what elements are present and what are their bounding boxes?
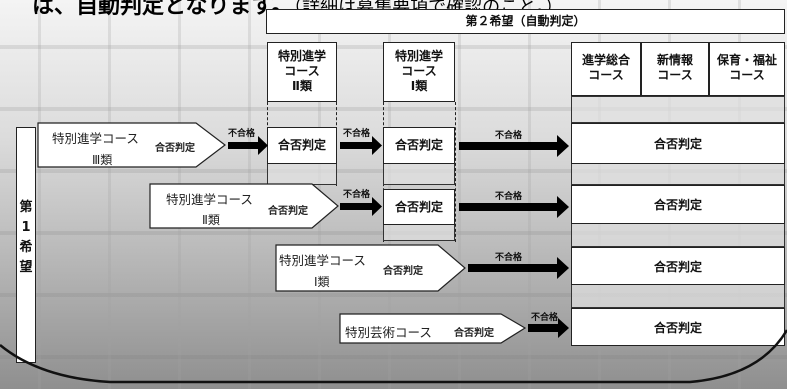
class-label-row1: Ⅲ類 <box>92 153 113 167</box>
fail-label: 不合格 <box>495 253 523 263</box>
class-label-row2: Ⅱ類 <box>202 213 220 227</box>
side-char: 望 <box>19 260 33 275</box>
column-line: 進学総合 <box>581 53 630 67</box>
fail-label: 不合格 <box>228 129 256 139</box>
second-choice-header: 第２希望（自動判定） <box>266 9 785 34</box>
fail-arrow <box>228 136 268 155</box>
result-general-row3: 合否判定 <box>571 247 785 285</box>
column-line: 特別進学 <box>394 49 443 63</box>
course-box-row4 <box>339 313 527 344</box>
result-general-row1: 合否判定 <box>571 123 785 164</box>
course-label-row1: 特別進学コース <box>52 131 139 146</box>
column-line: 新情報 <box>656 53 693 67</box>
column-line: コース <box>401 64 437 78</box>
column-header-special-2: 特別進学 コース Ⅱ類 <box>267 42 337 102</box>
column-header-special-1: 特別進学 コース Ⅰ類 <box>383 42 455 102</box>
fail-label: 不合格 <box>495 131 523 141</box>
side-char: 1 <box>21 220 31 235</box>
fail-label: 不合格 <box>343 190 371 200</box>
fail-arrow <box>340 197 382 216</box>
dashed-guide <box>455 102 456 242</box>
row-divider <box>571 96 785 123</box>
course-box-row3 <box>275 244 466 292</box>
action-label-row3: 合否判定 <box>383 266 423 277</box>
fail-label: 不合格 <box>531 313 559 323</box>
column-line: コース <box>588 68 624 82</box>
column-header-childcare: 保育・福祉 コース <box>709 42 785 96</box>
result-special-1-row1: 合否判定 <box>383 127 455 164</box>
course-box-row1 <box>37 122 226 168</box>
class-label-row3: Ⅰ類 <box>314 275 330 289</box>
top-caption-main: は、自動判定となります。 <box>32 0 294 19</box>
action-label-row4: 合否判定 <box>454 328 494 339</box>
column-line: コース <box>729 68 765 82</box>
course-label-row2: 特別進学コース <box>166 192 253 207</box>
course-label-row4: 特別芸術コース <box>345 325 432 340</box>
fail-arrow <box>459 135 569 157</box>
fail-arrow <box>459 196 569 218</box>
action-label-row2: 合否判定 <box>268 206 308 217</box>
column-line: 保育・福祉 <box>716 53 777 67</box>
result-special-1-row2: 合否判定 <box>383 189 455 225</box>
result-general-row2: 合否判定 <box>571 185 785 224</box>
column-line: コース <box>657 68 693 82</box>
fail-label: 不合格 <box>495 192 523 202</box>
side-char: 希 <box>19 240 33 255</box>
result-special-2-row1: 合否判定 <box>267 127 337 164</box>
result-general-row4: 合否判定 <box>571 308 785 346</box>
side-char: 第 <box>19 200 33 215</box>
column-header-info: 新情報 コース <box>641 42 709 96</box>
fail-arrow <box>468 257 569 279</box>
fail-arrow <box>528 318 569 338</box>
course-label-row3: 特別進学コース <box>279 253 366 268</box>
column-line: コース <box>284 64 320 78</box>
outer-frame <box>0 329 787 384</box>
column-line: Ⅰ類 <box>410 79 428 93</box>
fail-arrow <box>340 136 382 155</box>
first-choice-label: 第 1 希 望 <box>16 127 36 363</box>
fail-label: 不合格 <box>343 129 371 139</box>
column-header-general: 進学総合 コース <box>571 42 641 96</box>
column-line: 特別進学 <box>277 49 326 63</box>
course-box-row2 <box>149 183 339 229</box>
column-line: Ⅱ類 <box>292 79 312 93</box>
action-label-row1: 合否判定 <box>155 143 195 154</box>
